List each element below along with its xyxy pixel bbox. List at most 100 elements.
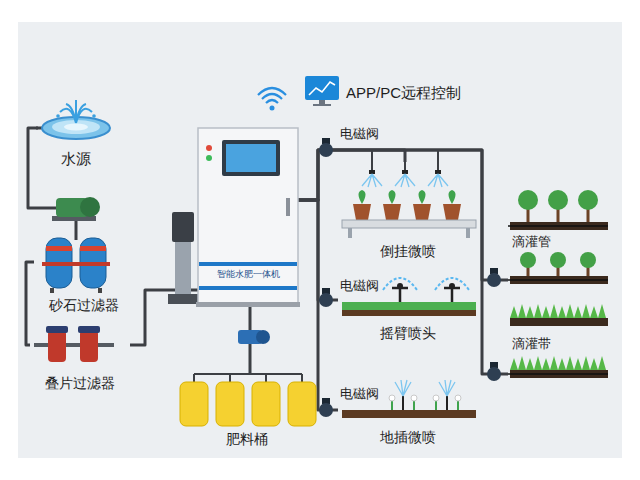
canopy bbox=[520, 252, 536, 268]
canopy bbox=[550, 252, 566, 268]
component-box: 地插微喷 bbox=[338, 356, 478, 448]
pipe-stub bbox=[75, 228, 78, 240]
tank-band bbox=[80, 246, 106, 251]
shelf-leg bbox=[466, 228, 470, 238]
grass bbox=[510, 356, 606, 370]
spray bbox=[362, 174, 448, 187]
pipe bbox=[298, 150, 508, 374]
soil bbox=[510, 318, 608, 326]
ground-sprinkler bbox=[403, 396, 447, 410]
flower bbox=[455, 395, 461, 401]
component-label: 滴灌管 bbox=[512, 234, 551, 250]
component-box: 智能水肥一体机 bbox=[198, 128, 298, 306]
filter-cap bbox=[78, 326, 100, 333]
nozzle bbox=[369, 170, 375, 174]
tank-leg bbox=[98, 288, 102, 293]
grass bbox=[510, 304, 606, 318]
tank-band bbox=[46, 246, 72, 251]
manifold bbox=[194, 373, 302, 375]
solenoid-valve bbox=[319, 288, 333, 307]
canopy bbox=[518, 190, 538, 210]
cabinet-base bbox=[196, 302, 300, 307]
button bbox=[206, 155, 212, 161]
sprinkler-head bbox=[397, 283, 403, 289]
spray bbox=[395, 380, 455, 396]
barrel-pipe bbox=[194, 374, 302, 382]
component-box: 摇臂喷头 bbox=[338, 262, 478, 344]
component-box: 滴灌带 bbox=[508, 300, 610, 390]
disc-filter bbox=[48, 330, 66, 362]
solenoid-valve bbox=[487, 268, 501, 287]
filter-cap bbox=[46, 326, 68, 333]
disc-filter bbox=[80, 330, 98, 362]
door-handle bbox=[286, 198, 290, 216]
pipe bbox=[298, 150, 508, 280]
wifi-icon bbox=[258, 88, 286, 103]
monitor-stand bbox=[319, 100, 325, 104]
hanger bbox=[372, 150, 438, 170]
component-box: 水源 bbox=[38, 92, 114, 170]
nozzle bbox=[435, 170, 441, 174]
canopy bbox=[548, 190, 568, 210]
monitor bbox=[305, 76, 339, 100]
drip-tape bbox=[508, 373, 608, 375]
filter-pipe bbox=[34, 343, 114, 347]
valve-label: 电磁阀 bbox=[340, 386, 379, 402]
component-box: 叠片过滤器 bbox=[30, 322, 130, 394]
barrel bbox=[252, 382, 280, 426]
component-label: 倒挂微喷 bbox=[380, 243, 436, 260]
panel bbox=[18, 22, 622, 458]
pipe bbox=[26, 262, 34, 345]
solenoid-valve bbox=[319, 398, 333, 417]
pool-water bbox=[64, 124, 88, 131]
barrel bbox=[216, 382, 244, 426]
sprinkler-head bbox=[449, 283, 455, 289]
flower bbox=[433, 395, 439, 401]
soil bbox=[342, 310, 476, 316]
barrel bbox=[180, 382, 208, 426]
component-label: 滴灌带 bbox=[512, 336, 551, 352]
chart-line bbox=[309, 82, 335, 95]
barrel bbox=[288, 382, 316, 426]
valve-body bbox=[319, 143, 333, 157]
seedling bbox=[359, 190, 456, 204]
blue-stripe bbox=[199, 286, 297, 290]
stem bbox=[392, 400, 458, 410]
header-pipe bbox=[42, 262, 110, 266]
component-box: APP/PC远程控制 bbox=[300, 72, 490, 114]
valve-label: 电磁阀 bbox=[340, 278, 379, 294]
shelf-leg bbox=[348, 228, 352, 238]
canopy bbox=[578, 190, 598, 210]
wifi-dot bbox=[270, 106, 275, 111]
valve-body bbox=[487, 273, 501, 287]
rocker-sprinkler bbox=[392, 288, 460, 302]
drip-pipe bbox=[508, 225, 608, 227]
solenoid-valve bbox=[319, 138, 333, 157]
component-label: 砂石过滤器 bbox=[49, 297, 119, 314]
nozzle bbox=[402, 170, 408, 174]
blue-stripe bbox=[199, 262, 297, 266]
component-label: 摇臂喷头 bbox=[380, 325, 436, 342]
component-box: 肥料桶 bbox=[172, 368, 322, 450]
cabinet bbox=[198, 128, 298, 306]
water-drop bbox=[56, 114, 60, 118]
pipe bbox=[130, 290, 198, 345]
flower bbox=[389, 395, 395, 401]
component-label: APP/PC远程控制 bbox=[346, 84, 461, 102]
lawn bbox=[342, 302, 476, 310]
valve-body bbox=[487, 367, 501, 381]
drip-pipe bbox=[508, 279, 608, 281]
component-label: 肥料桶 bbox=[226, 431, 268, 448]
component-label: 水源 bbox=[61, 150, 91, 168]
dosing-pump-head bbox=[256, 330, 270, 344]
valve-label: 电磁阀 bbox=[340, 126, 379, 142]
water-drop bbox=[92, 114, 96, 118]
pump-base bbox=[168, 294, 198, 304]
valve-body bbox=[319, 403, 333, 417]
component-box: 砂石过滤器 bbox=[34, 228, 134, 316]
valve-body bbox=[319, 293, 333, 307]
fountain bbox=[60, 100, 92, 123]
tank-leg bbox=[50, 288, 54, 293]
shelf bbox=[342, 220, 476, 228]
